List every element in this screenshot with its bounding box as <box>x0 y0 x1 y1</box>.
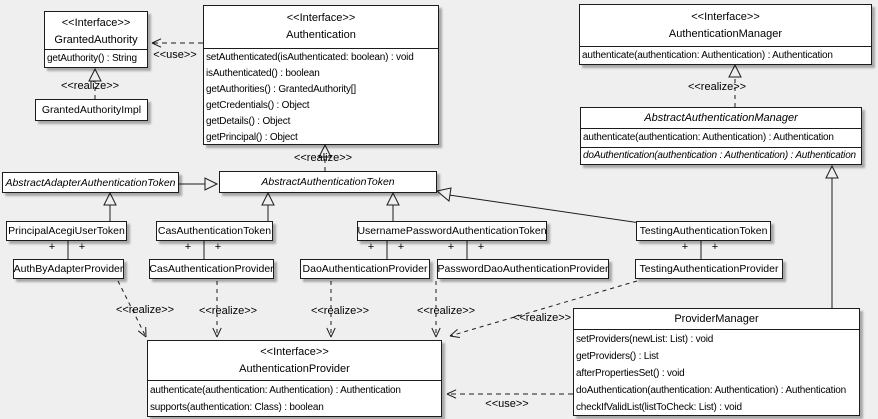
class-name: AuthByAdapterProvider <box>13 263 124 275</box>
association-end-label: + <box>78 241 86 253</box>
class-name: GrantedAuthority <box>54 34 138 46</box>
class-header: <<Interface>> AuthenticationManager <box>580 5 871 47</box>
edge-gen-principalacegiusertoken <box>103 191 117 221</box>
edge-gen-usernamepasswordtoken <box>386 191 400 221</box>
association-end-label: + <box>397 241 405 253</box>
class-name: AuthenticationProvider <box>239 363 350 375</box>
methods-compartment: getAuthority() : String <box>45 50 147 67</box>
class-abstract-adapter-authentication-token[interactable]: AbstractAdapterAuthenticationToken <box>2 172 179 193</box>
method-line: doAuthentication(authentication : Authen… <box>583 150 856 161</box>
class-header: <<Interface>> AuthenticationProvider <box>148 341 441 381</box>
realize-label: <<realize>> <box>198 305 258 317</box>
method-line: getAuthorities() : GrantedAuthority[] <box>206 84 356 95</box>
class-name: GrantedAuthorityImpl <box>41 104 142 116</box>
class-principal-acegi-user-token[interactable]: PrincipalAcegiUserToken <box>6 221 127 241</box>
method-line: getDetails() : Object <box>206 116 291 127</box>
edge-assoc-token-provider <box>67 241 702 259</box>
class-testing-authentication-provider[interactable]: TestingAuthenticationProvider <box>635 259 783 279</box>
class-name: UsernamePasswordAuthenticationToken <box>357 225 547 237</box>
class-header: <<Interface>> GrantedAuthority <box>45 12 147 50</box>
class-abstract-authentication-manager[interactable]: AbstractAuthenticationManager authentica… <box>580 107 862 165</box>
association-end-label: + <box>48 241 56 253</box>
class-name: PasswordDaoAuthenticationProvider <box>437 263 609 275</box>
association-end-label: + <box>681 241 689 253</box>
class-name: DaoAuthenticationProvider <box>302 263 428 275</box>
association-end-label: + <box>447 241 455 253</box>
methods-compartment: authenticate(authentication: Authenticat… <box>580 47 871 64</box>
class-granted-authority[interactable]: <<Interface>> GrantedAuthority getAuthor… <box>44 11 148 68</box>
association-end-label: + <box>367 241 375 253</box>
class-authentication-manager[interactable]: <<Interface>> AuthenticationManager auth… <box>579 4 872 65</box>
method-line: getCredentials() : Object <box>206 100 310 111</box>
edge-gen-testingauthenticationtoken <box>435 187 641 224</box>
class-name: Authentication <box>286 29 356 41</box>
class-header: <<Interface>> Authentication <box>204 6 438 49</box>
edge-use-authentication-grantedauthority <box>151 38 203 48</box>
class-name: AbstractAuthenticationManager <box>644 112 798 124</box>
edge-use-providermanager <box>446 389 573 399</box>
class-name: PrincipalAcegiUserToken <box>8 225 125 237</box>
method-line: authenticate(authentication: Authenticat… <box>150 385 401 396</box>
class-name: AbstractAuthenticationToken <box>261 176 395 188</box>
class-header: ProviderManager <box>574 309 859 330</box>
method-line: isAuthenticated() : boolean <box>206 68 320 79</box>
use-label: <<use>> <box>485 398 529 410</box>
realize-label: <<realize>> <box>416 305 476 317</box>
realize-label: <<realize>> <box>293 152 353 164</box>
method-line: doAuthentication(authentication: Authent… <box>576 385 846 396</box>
method-line: getPrincipal() : Object <box>206 132 298 143</box>
class-cas-authentication-token[interactable]: CasAuthenticationToken <box>156 221 273 241</box>
association-end-label: + <box>214 241 222 253</box>
realize-label: <<realize>> <box>687 81 747 93</box>
edge-gen-abstractadapter <box>179 177 219 191</box>
edge-gen-providermanager <box>825 164 839 308</box>
method-line: checkIfValidList(listToCheck: List) : vo… <box>576 402 742 413</box>
stereotype-label: <<Interface>> <box>286 12 356 24</box>
realize-label: <<realize>> <box>310 305 370 317</box>
method-line: setAuthenticated(isAuthenticated: boolea… <box>206 52 414 63</box>
stereotype-label: <<Interface>> <box>691 11 760 23</box>
class-name: TestingAuthenticationToken <box>639 225 768 237</box>
methods-compartment: setAuthenticated(isAuthenticated: boolea… <box>204 49 438 144</box>
class-abstract-authentication-token[interactable]: AbstractAuthenticationToken <box>219 171 437 193</box>
class-name: CasAuthenticationProvider <box>149 263 274 275</box>
class-username-password-authentication-token[interactable]: UsernamePasswordAuthenticationToken <box>357 221 547 241</box>
use-label: <<use>> <box>153 49 197 61</box>
methods-compartment: setProviders(newList: List) : void getPr… <box>574 330 859 415</box>
class-name: TestingAuthenticationProvider <box>639 263 779 275</box>
method-line: authenticate(authentication: Authenticat… <box>582 50 833 61</box>
method-line: getProviders() : List <box>576 351 659 362</box>
edge-gen-casauthenticationtoken <box>261 191 275 221</box>
class-testing-authentication-token[interactable]: TestingAuthenticationToken <box>636 221 771 241</box>
method-line: setProviders(newList: List) : void <box>576 334 714 345</box>
stereotype-label: <<Interface>> <box>260 346 329 358</box>
method-line: supports(authentication: Class) : boolea… <box>150 402 324 413</box>
class-password-dao-authentication-provider[interactable]: PasswordDaoAuthenticationProvider <box>437 259 609 279</box>
realize-label: <<realize>> <box>60 80 120 92</box>
class-granted-authority-impl[interactable]: GrantedAuthorityImpl <box>35 99 148 121</box>
class-name: AbstractAdapterAuthenticationToken <box>5 176 176 189</box>
class-auth-by-adapter-provider[interactable]: AuthByAdapterProvider <box>13 259 124 279</box>
class-name: AuthenticationManager <box>668 28 783 40</box>
class-name: ProviderManager <box>674 313 759 325</box>
class-authentication[interactable]: <<Interface>> Authentication setAuthenti… <box>203 5 439 145</box>
class-name: CasAuthenticationToken <box>157 225 272 237</box>
class-authentication-provider[interactable]: <<Interface>> AuthenticationProvider aut… <box>147 340 442 417</box>
association-end-label: + <box>477 241 485 253</box>
methods-compartment: authenticate(authentication: Authenticat… <box>148 381 441 416</box>
method-line: authenticate(authentication: Authenticat… <box>581 129 861 148</box>
method-line: getAuthority() : String <box>47 53 137 64</box>
realize-label: <<realize>> <box>512 312 572 324</box>
association-end-label: + <box>711 241 719 253</box>
class-header: AbstractAuthenticationManager <box>581 108 861 129</box>
class-provider-manager[interactable]: ProviderManager setProviders(newList: Li… <box>573 308 860 416</box>
realize-label: <<realize>> <box>115 304 175 316</box>
class-cas-authentication-provider[interactable]: CasAuthenticationProvider <box>149 259 274 279</box>
stereotype-label: <<Interface>> <box>61 17 131 29</box>
class-dao-authentication-provider[interactable]: DaoAuthenticationProvider <box>300 259 430 279</box>
association-end-label: + <box>184 241 192 253</box>
method-line: afterPropertiesSet() : void <box>576 368 685 379</box>
